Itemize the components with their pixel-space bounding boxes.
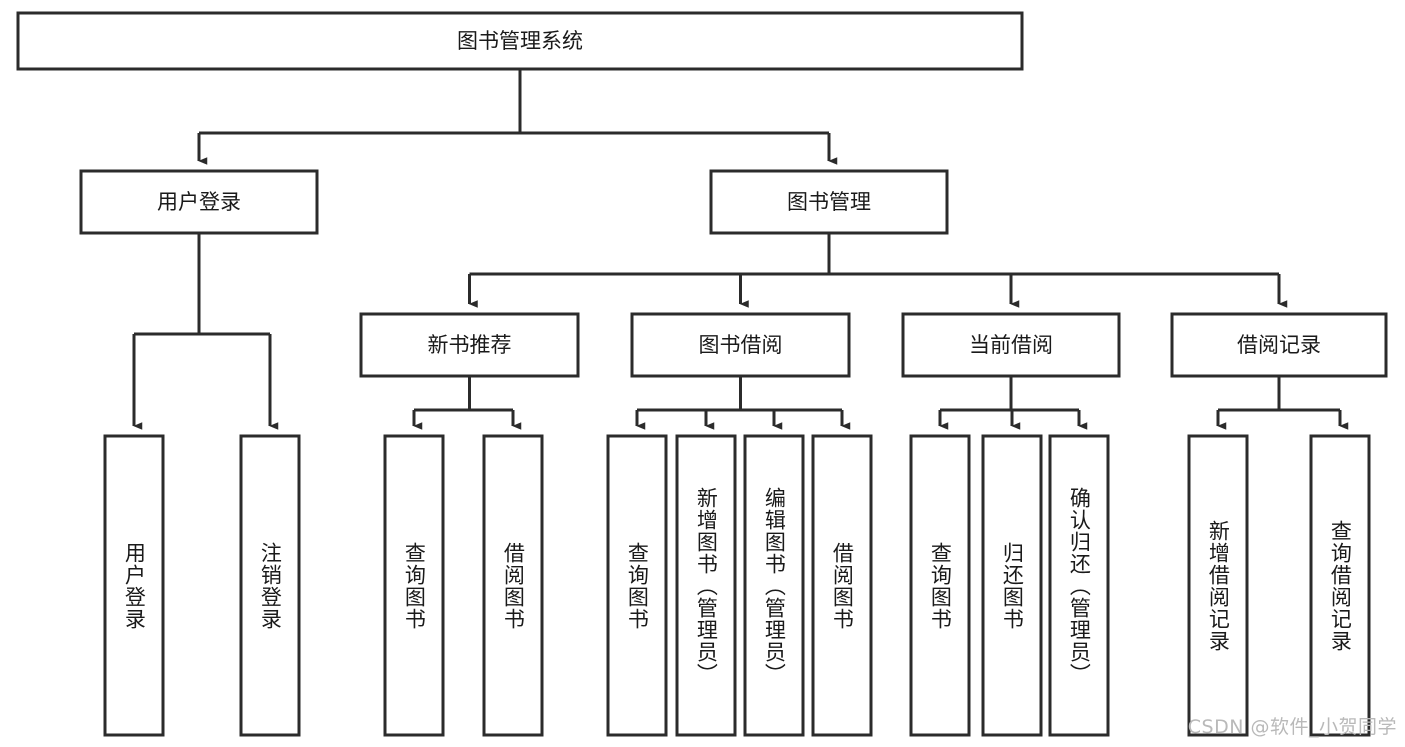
node-box-book-borrow[interactable] <box>630 312 851 378</box>
node-label-book-borrow: 图书借阅 <box>699 333 783 357</box>
connector-layer <box>132 69 1349 430</box>
node-box-current-borrow[interactable] <box>901 312 1121 378</box>
node-box-leaf-query-book-rec[interactable] <box>383 434 445 737</box>
node-label-current-borrow: 当前借阅 <box>969 333 1053 357</box>
node-box-leaf-borrow-book-rec[interactable] <box>482 434 544 737</box>
box-layer <box>16 11 1388 737</box>
node-box-leaf-return-book[interactable] <box>981 434 1043 737</box>
node-label-user-login: 用户登录 <box>157 190 241 214</box>
node-box-new-book-recommend[interactable] <box>359 312 580 378</box>
node-box-leaf-add-book-admin[interactable] <box>675 434 737 737</box>
node-box-leaf-add-borrow-record[interactable] <box>1187 434 1249 737</box>
node-box-leaf-query-borrow-record[interactable] <box>1309 434 1371 737</box>
node-box-leaf-user-login[interactable] <box>103 434 165 737</box>
node-box-leaf-query-book-borrow[interactable] <box>606 434 668 737</box>
node-box-leaf-borrow-book[interactable] <box>811 434 873 737</box>
node-box-root[interactable] <box>16 11 1024 71</box>
node-box-book-manage[interactable] <box>709 169 949 235</box>
node-label-borrow-record: 借阅记录 <box>1237 333 1321 357</box>
node-label-root: 图书管理系统 <box>457 29 583 53</box>
node-box-leaf-confirm-return-admin[interactable] <box>1048 434 1110 737</box>
node-box-user-login[interactable] <box>79 169 319 235</box>
node-box-borrow-record[interactable] <box>1170 312 1388 378</box>
node-label-new-book-recommend: 新书推荐 <box>428 333 512 357</box>
node-box-leaf-edit-book-admin[interactable] <box>743 434 805 737</box>
node-box-leaf-query-book-current[interactable] <box>909 434 971 737</box>
node-label-book-manage: 图书管理 <box>787 190 871 214</box>
node-box-leaf-logout-login[interactable] <box>239 434 301 737</box>
csdn-watermark: CSDN @软件_小贺同学 <box>1187 716 1397 738</box>
